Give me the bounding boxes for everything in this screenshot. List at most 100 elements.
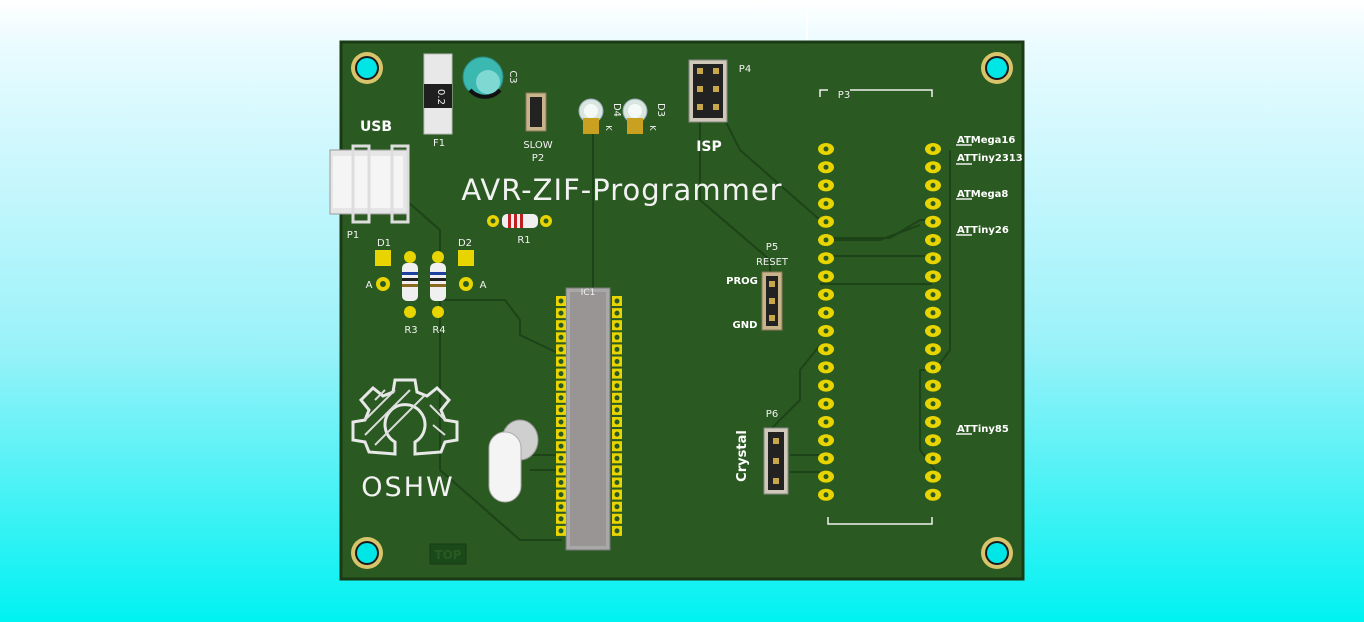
ic1-dip40 [556, 287, 622, 551]
zif-socket-p3 [818, 89, 941, 525]
label-attiny2313: ATTiny2313 [957, 153, 1023, 164]
label-a1: A [366, 280, 373, 291]
label-gnd: GND [733, 320, 758, 331]
label-attiny26: ATTiny26 [957, 225, 1009, 236]
label-d4: D4 [611, 103, 622, 117]
mounting-hole [981, 537, 1013, 569]
label-crystal: Crystal [735, 430, 750, 482]
label-f1: F1 [433, 138, 445, 149]
ic1-pad [612, 489, 622, 500]
ic1-pad [556, 320, 566, 331]
chip-marker-lines [956, 144, 972, 435]
zif-pad [925, 179, 941, 192]
zif-pad [925, 143, 941, 155]
label-p6: P6 [766, 409, 778, 420]
ic1-pad [612, 429, 622, 440]
ic1-pad [612, 404, 622, 415]
led-d4 [578, 98, 604, 134]
zif-pad [818, 470, 834, 483]
ic1-pad [556, 465, 566, 476]
zif-pad [925, 361, 941, 374]
ic1-pad [556, 417, 566, 427]
ic1-pad [556, 501, 566, 512]
diode-d2 [458, 250, 474, 291]
ic1-pad [556, 332, 566, 343]
label-d1: D1 [377, 238, 391, 249]
ic1-pad [556, 296, 566, 306]
zif-pad [925, 252, 941, 265]
zif-pad [818, 343, 834, 356]
ic1-pad [556, 380, 566, 391]
label-r4: R4 [432, 325, 445, 336]
ic1-pad [612, 344, 622, 355]
label-k2: K [648, 125, 657, 131]
zif-pad [818, 325, 834, 337]
zif-pad [818, 434, 834, 447]
zif-pad [818, 306, 834, 319]
label-slow: SLOW [523, 140, 552, 151]
zif-pad [818, 161, 834, 174]
zif-pad [818, 288, 834, 301]
label-p1: P1 [347, 230, 359, 241]
ic1-pad [556, 404, 566, 415]
mounting-hole [351, 52, 383, 84]
ic1-pad [556, 489, 566, 500]
capacitor-c3 [462, 56, 504, 99]
label-prog: PROG [726, 276, 758, 287]
oshw-logo-icon [351, 378, 459, 456]
label-p2: P2 [532, 153, 544, 164]
zif-pad [818, 416, 834, 428]
resistor-r1 [487, 214, 552, 228]
zif-pad [925, 161, 941, 174]
ic1-pad [612, 392, 622, 403]
label-atmega8: ATMega8 [957, 189, 1008, 200]
label-r1: R1 [517, 235, 530, 246]
zif-pad [818, 270, 834, 283]
top-layer-box [429, 543, 467, 565]
zif-pad [818, 234, 834, 246]
ic1-pad [612, 368, 622, 379]
zif-pad [925, 343, 941, 356]
zif-pad [925, 470, 941, 483]
label-usb: USB [360, 119, 392, 135]
ic1-pad [556, 513, 566, 524]
fuse-f1 [423, 53, 453, 135]
zif-pad [925, 397, 941, 410]
zif-pad [818, 143, 834, 155]
crystal-oscillator [488, 419, 539, 503]
mounting-holes [351, 52, 1013, 569]
zif-pad [925, 197, 941, 210]
ic1-pad [556, 477, 566, 488]
zif-pad [818, 397, 834, 410]
label-d2: D2 [458, 238, 472, 249]
ic1-pad [612, 465, 622, 476]
label-r3: R3 [404, 325, 417, 336]
ic1-pad [556, 441, 566, 452]
ic1-pad [612, 296, 622, 306]
label-d3: D3 [655, 103, 666, 117]
label-p4: P4 [739, 64, 751, 75]
resistor-r4 [430, 251, 446, 318]
zif-pad [925, 234, 941, 246]
led-d3 [622, 98, 648, 134]
header-p6 [763, 427, 789, 495]
zif-pad [925, 416, 941, 428]
zif-pad [818, 361, 834, 374]
ic1-pad [612, 380, 622, 391]
ic1-pad [612, 356, 622, 367]
fuse-marking: 0.2 [435, 89, 446, 105]
label-attiny85: ATTiny85 [957, 424, 1009, 435]
label-k1: K [604, 125, 613, 131]
mounting-hole [351, 537, 383, 569]
zif-pad [818, 379, 834, 392]
ic1-pad [612, 501, 622, 512]
label-reset: RESET [756, 257, 789, 268]
ic1-pad [612, 477, 622, 488]
pcb-board [339, 40, 1025, 581]
label-c3: C3 [507, 70, 518, 83]
zif-pad [925, 215, 941, 228]
ic1-pad [612, 332, 622, 343]
ic1-pad [556, 344, 566, 355]
ic1-pad [612, 513, 622, 524]
